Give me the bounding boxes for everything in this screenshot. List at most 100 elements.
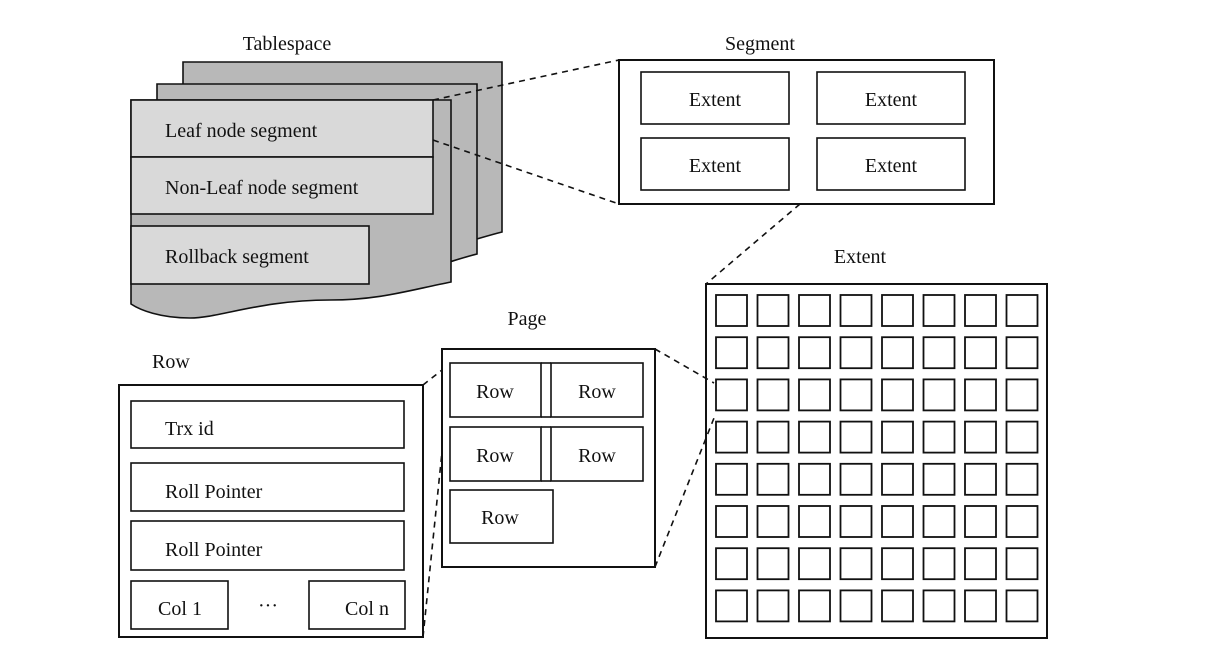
extent-page-cell	[1005, 336, 1039, 370]
rollback-segment-label: Rollback segment	[165, 246, 309, 268]
row-col-n-label: Col n	[345, 598, 389, 620]
extent-page-cell	[756, 294, 790, 327]
row-col-1-label: Col 1	[158, 598, 202, 620]
extent-page-cell	[715, 420, 748, 454]
extent-page-grid	[715, 294, 1039, 623]
extent-page-cell	[839, 378, 873, 412]
row-col-n	[308, 580, 406, 630]
extent-page-cell	[881, 505, 914, 538]
page-row-2	[550, 362, 644, 418]
extent-page-cell	[798, 505, 831, 538]
extent-page-cell	[715, 378, 748, 412]
leaf-node-segment-label: Leaf node segment	[165, 120, 318, 142]
extent-page-cell	[922, 462, 956, 496]
extent-page-cell	[881, 589, 914, 623]
segment-extent-3	[640, 137, 790, 191]
extent-page-cell	[964, 336, 997, 370]
extent-page-cell	[715, 505, 748, 538]
row-field-roll-pointer-1	[130, 462, 405, 512]
row-title: Row	[152, 351, 190, 373]
extent-page-cell	[798, 336, 831, 370]
extent-group: Extent	[705, 246, 1048, 639]
connector-row-page-bottom	[422, 451, 443, 638]
extent-page-cell	[881, 547, 914, 581]
extent-page-cell	[881, 462, 914, 496]
segment-extent-3-label: Extent	[689, 155, 742, 177]
segment-group: Segment Extent Extent Extent Extent	[618, 33, 995, 205]
extent-page-cell	[839, 547, 873, 581]
extent-page-cell	[839, 294, 873, 327]
extent-page-cell	[798, 378, 831, 412]
extent-page-cell	[922, 420, 956, 454]
page-row-2-label: Row	[578, 381, 616, 403]
non-leaf-node-segment-label: Non-Leaf node segment	[165, 177, 359, 199]
extent-page-cell	[1005, 462, 1039, 496]
row-field-trx-id	[130, 400, 405, 449]
extent-page-cell	[756, 462, 790, 496]
page-row-5	[449, 489, 554, 544]
extent-page-cell	[798, 547, 831, 581]
extent-page-cell	[881, 294, 914, 327]
page-title: Page	[508, 308, 547, 330]
extent-page-cell	[715, 589, 748, 623]
segment-extent-2-label: Extent	[865, 89, 918, 111]
extent-page-cell	[964, 505, 997, 538]
row-field-roll-pointer-2	[130, 520, 405, 571]
extent-page-cell	[1005, 547, 1039, 581]
extent-page-cell	[922, 547, 956, 581]
extent-page-cell	[922, 336, 956, 370]
extent-page-cell	[756, 547, 790, 581]
extent-page-cell	[839, 336, 873, 370]
row-col-1	[130, 580, 229, 630]
page-row-1	[449, 362, 542, 418]
row-group: Row Trx id Roll Pointer Roll Pointer Col…	[118, 351, 424, 638]
segment-extent-2	[816, 71, 966, 125]
extent-page-cell	[1005, 378, 1039, 412]
extent-page-cell	[839, 505, 873, 538]
non-leaf-node-segment	[130, 156, 434, 215]
connector-row-page-top	[422, 369, 443, 386]
extent-page-cell	[922, 294, 956, 327]
connector-segment-extent	[705, 203, 801, 285]
extent-title: Extent	[834, 246, 887, 268]
rollback-segment	[130, 225, 370, 285]
row-field-trx-id-label: Trx id	[165, 418, 214, 440]
extent-page-cell	[756, 378, 790, 412]
row-field-roll-pointer-2-label: Roll Pointer	[165, 539, 263, 561]
extent-page-cell	[1005, 294, 1039, 327]
extent-page-cell	[798, 420, 831, 454]
connector-tablespace-segment-top	[432, 59, 620, 101]
extent-page-cell	[1005, 589, 1039, 623]
extent-page-cell	[839, 420, 873, 454]
extent-page-cell	[839, 462, 873, 496]
extent-page-cell	[839, 589, 873, 623]
tablespace-title: Tablespace	[243, 33, 332, 55]
extent-page-cell	[715, 336, 748, 370]
connector-page-extent-bottom	[654, 417, 715, 568]
extent-page-cell	[881, 336, 914, 370]
page-row-3-label: Row	[476, 445, 514, 467]
tablespace-group: Tablespace Leaf node segment Non-Leaf no…	[130, 33, 503, 319]
leaf-node-segment	[130, 99, 434, 158]
segment-extent-4	[816, 137, 966, 191]
extent-page-cell	[715, 294, 748, 327]
extent-page-cell	[964, 462, 997, 496]
page-row-1-label: Row	[476, 381, 514, 403]
extent-page-cell	[922, 589, 956, 623]
extent-page-cell	[798, 294, 831, 327]
page-row-5-label: Row	[481, 507, 519, 529]
extent-page-cell	[964, 294, 997, 327]
extent-page-cell	[922, 505, 956, 538]
extent-page-cell	[1005, 505, 1039, 538]
connector-page-extent-top	[654, 348, 715, 384]
segment-title: Segment	[725, 33, 795, 55]
segment-extent-1	[640, 71, 790, 125]
segment-extent-4-label: Extent	[865, 155, 918, 177]
extent-page-cell	[756, 336, 790, 370]
extent-page-cell	[756, 505, 790, 538]
page-row-4	[550, 426, 644, 482]
page-group: Page Row Row Row Row Row	[441, 308, 656, 568]
extent-page-cell	[798, 589, 831, 623]
extent-page-cell	[881, 378, 914, 412]
